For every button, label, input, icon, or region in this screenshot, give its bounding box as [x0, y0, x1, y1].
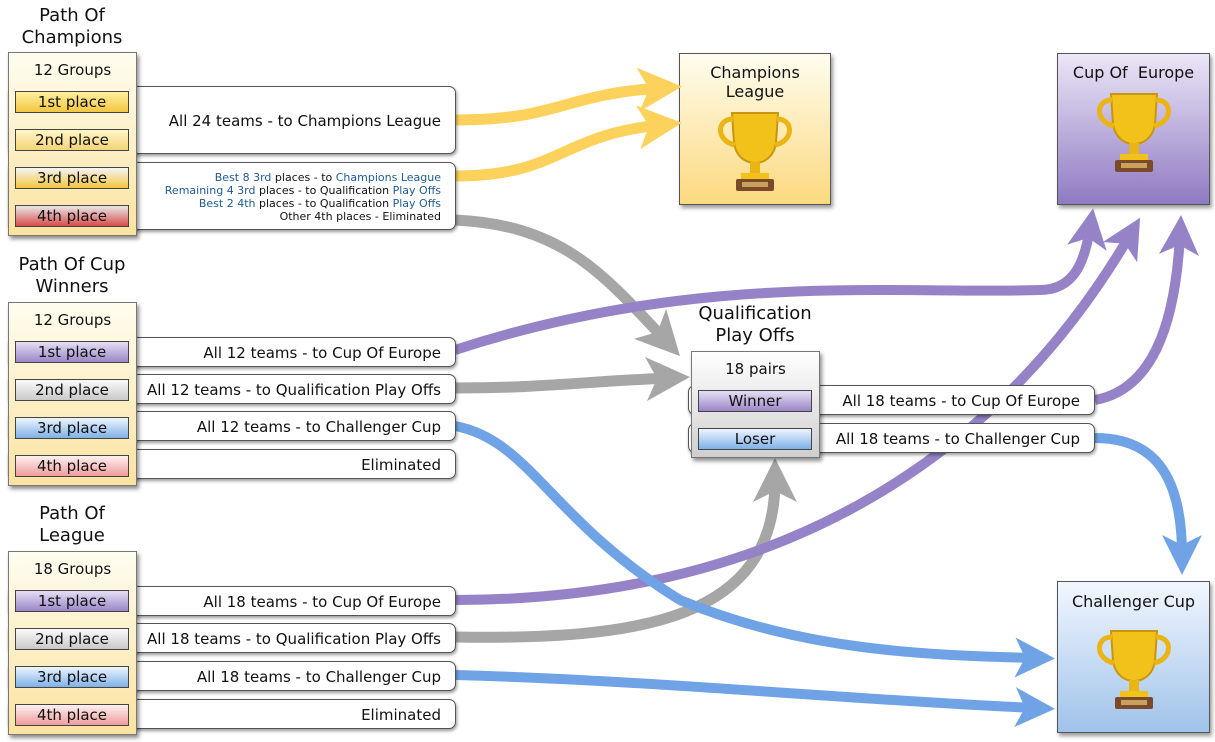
challenger-cup-box: Challenger Cup: [1057, 581, 1210, 733]
cupwinners-2nd-place: 2nd place: [15, 379, 129, 401]
challenger-cup-title: Challenger Cup: [1071, 592, 1196, 611]
champions-2nd-place: 2nd place: [15, 129, 129, 151]
cupwinners-1st-place: 1st place: [15, 341, 129, 363]
arrow-champions-to-cl-2: [454, 105, 682, 182]
playoffs-title: Qualification Play Offs: [698, 303, 812, 346]
champions-groups-panel: 12 Groups 1st place 2nd place 3rd place …: [8, 52, 137, 236]
cupwinners-groups-panel: 12 Groups 1st place 2nd place 3rd place …: [8, 302, 137, 486]
trophy-icon: [1096, 630, 1171, 709]
text: places - to: [271, 171, 336, 184]
arrow-cw-to-playoffs: [454, 357, 690, 401]
text: Other 4th places - Eliminated: [279, 210, 441, 223]
league-3rd-place: 3rd place: [15, 666, 129, 688]
champions-league-title: Champions League: [710, 63, 800, 101]
text: Play Offs: [392, 184, 441, 197]
text: places - to Qualification: [255, 184, 393, 197]
playoffs-pairs-label: 18 pairs: [725, 360, 786, 378]
text: Best 8 3rd: [214, 171, 272, 184]
league-2nd-place: 2nd place: [15, 628, 129, 650]
league-1st-place: 1st place: [15, 590, 129, 612]
text: Play Offs: [392, 197, 441, 210]
text: places - to Qualification: [255, 197, 393, 210]
arrow-champions-to-cl-1: [454, 67, 682, 126]
arrow-loser-to-challenger: [1094, 433, 1202, 575]
cupwinners-3rd-place: 3rd place: [15, 417, 129, 439]
champions-3rd-place: 3rd place: [15, 167, 129, 189]
arrow-cw-to-coe: [453, 208, 1107, 355]
league-groups-panel: 18 Groups 1st place 2nd place 3rd place …: [8, 551, 137, 735]
text: Champions League: [335, 171, 441, 184]
league-title: Path Of League: [39, 503, 105, 546]
champions-league-box: Champions League: [679, 53, 831, 205]
playoffs-winner: Winner: [698, 390, 812, 412]
arrow-champions-to-playoffs: [454, 214, 680, 357]
champions-1st-place: 1st place: [15, 91, 129, 113]
league-4th-place: 4th place: [15, 704, 129, 726]
cupwinners-title: Path Of Cup Winners: [18, 254, 126, 297]
arrow-winner-to-coe: [1093, 215, 1199, 405]
arrow-league-to-coe: [454, 217, 1141, 605]
champions-title: Path Of Champions: [21, 5, 123, 48]
league-groups-label: 18 Groups: [33, 560, 112, 578]
cup-of-europe-box: Cup Of Europe: [1057, 53, 1210, 205]
playoffs-panel: 18 pairs Winner Loser: [691, 351, 820, 458]
cup-of-europe-title: Cup Of Europe: [1072, 63, 1195, 82]
cupwinners-groups-label: 12 Groups: [33, 311, 112, 329]
arrow-cw-to-challenger: [454, 421, 1055, 678]
champions-groups-label: 12 Groups: [33, 61, 112, 79]
arrow-league-to-playoffs: [454, 458, 797, 643]
arrow-league-to-challenger: [454, 670, 1055, 728]
cupwinners-4th-place: 4th place: [15, 455, 129, 477]
trophy-icon: [718, 112, 792, 191]
text: Remaining 4 3rd: [164, 184, 256, 197]
trophy-icon: [1096, 93, 1171, 172]
text: Best 2 4th: [198, 197, 256, 210]
playoffs-loser: Loser: [698, 428, 812, 450]
champions-4th-place: 4th place: [15, 205, 129, 227]
